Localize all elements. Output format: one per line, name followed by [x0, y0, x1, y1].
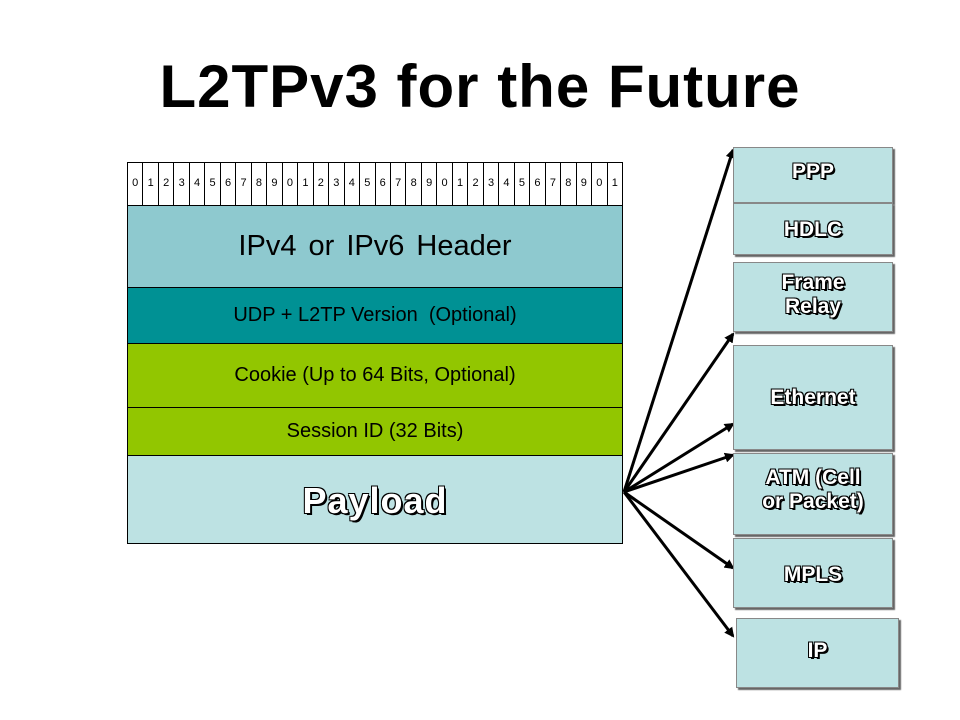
bit-cell: 8 [252, 163, 268, 205]
bit-cell: 9 [422, 163, 438, 205]
bit-cell: 7 [546, 163, 562, 205]
bit-cell: 0 [283, 163, 299, 205]
bit-cell: 3 [329, 163, 345, 205]
bit-cell: 0 [437, 163, 453, 205]
encap-frame-relay: Frame Relay [733, 262, 893, 332]
bit-cell: 2 [468, 163, 484, 205]
payload-label: Payload [302, 480, 448, 521]
bit-cell: 4 [499, 163, 515, 205]
bit-cell: 5 [360, 163, 376, 205]
encap-mpls: MPLS [733, 538, 893, 608]
encap-ppp: PPP [733, 147, 893, 203]
arrow-to-ppp [622, 148, 736, 493]
bit-cell: 2 [159, 163, 175, 205]
arrow-to-mpls [623, 490, 735, 570]
cookie-label: Cookie (Up to 64 Bits, Optional) [234, 364, 516, 386]
slide-title: L2TPv3 for the Future [159, 53, 801, 120]
ip-header-row: IPv4 or IPv6 Header [127, 206, 623, 288]
bit-cell: 2 [314, 163, 330, 205]
session-id-row: Session ID (32 Bits) [127, 408, 623, 456]
bit-cell: 6 [376, 163, 391, 205]
bit-cell: 9 [267, 163, 283, 205]
arrow-to-frame-relay [622, 332, 735, 493]
encap-atm: ATM (Cell or Packet) [733, 453, 893, 535]
encap-hdlc: HDLC [733, 203, 893, 255]
bit-cell: 1 [453, 163, 469, 205]
bit-cell: 5 [205, 163, 221, 205]
session-id-label: Session ID (32 Bits) [286, 420, 464, 442]
bit-cell: 5 [515, 163, 531, 205]
payload-row: Payload [127, 456, 623, 544]
bit-cell: 4 [345, 163, 361, 205]
bit-cell: 3 [484, 163, 500, 205]
bit-cell: 1 [298, 163, 314, 205]
bit-cell: 8 [561, 163, 577, 205]
bit-cell: 8 [406, 163, 422, 205]
bit-cell: 3 [174, 163, 190, 205]
udp-row: UDP + L2TP Version (Optional) [127, 288, 623, 344]
bit-cell: 7 [236, 163, 252, 205]
arrow-to-ip [622, 491, 735, 638]
encap-ip: IP [736, 618, 899, 688]
bit-cell: 6 [221, 163, 237, 205]
cookie-row: Cookie (Up to 64 Bits, Optional) [127, 344, 623, 408]
ip-header-label: IPv4 or IPv6 Header [238, 230, 512, 262]
bit-cell: 4 [190, 163, 206, 205]
bit-cell: 0 [592, 163, 608, 205]
bit-cell: 6 [530, 163, 546, 205]
encap-ethernet: Ethernet [733, 345, 893, 450]
bit-cell: 7 [391, 163, 407, 205]
udp-label: UDP + L2TP Version (Optional) [233, 304, 517, 326]
bit-cell: 0 [128, 163, 144, 205]
bit-cell: 1 [143, 163, 159, 205]
bit-cell: 9 [577, 163, 593, 205]
arrow-to-ethernet [623, 422, 735, 494]
arrow-to-atm [623, 452, 735, 494]
bit-cell: 1 [611, 177, 618, 189]
